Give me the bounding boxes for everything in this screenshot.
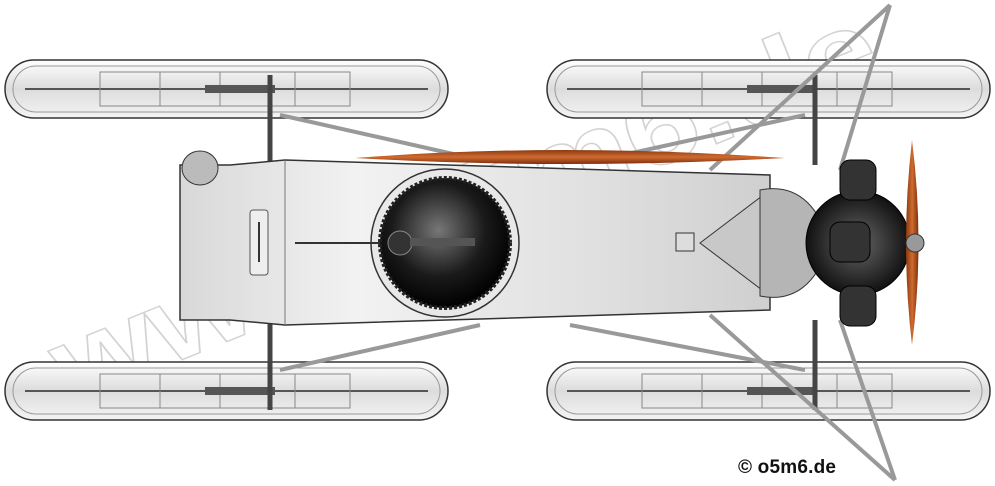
suspension (267, 75, 818, 410)
ski-front-right (4, 361, 449, 421)
propeller-blade-horizontal (355, 150, 785, 164)
engine-cylinders (829, 159, 877, 327)
ski-front-left (4, 59, 449, 119)
steering-wheel (387, 230, 413, 256)
ski-rear-left (546, 59, 991, 119)
headlight (181, 150, 219, 186)
control-column (410, 238, 475, 246)
copyright-text: © o5m6.de (738, 457, 837, 478)
propeller-hub (905, 233, 925, 253)
cowling-mount (675, 232, 695, 252)
ski-rear-right (546, 361, 991, 421)
